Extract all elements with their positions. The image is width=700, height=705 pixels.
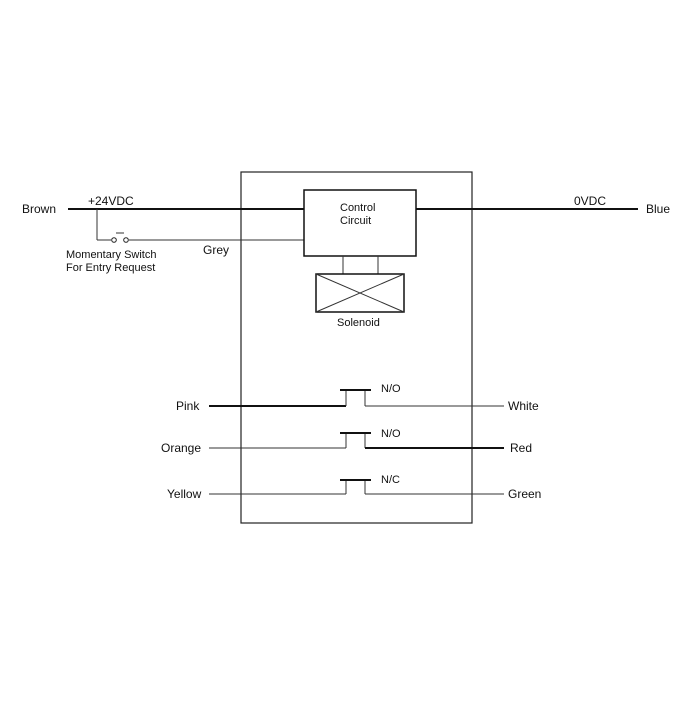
contact2-label: N/O [381, 428, 401, 440]
solenoid-cross-b [315, 273, 405, 313]
switch-label-line1: Momentary Switch [66, 249, 156, 261]
lock-enclosure [240, 171, 473, 524]
brown-label: Brown [22, 202, 56, 216]
yellow-label: Yellow [167, 487, 202, 501]
control-circuit-label-line2: Circuit [340, 215, 371, 227]
grey-label: Grey [203, 243, 229, 257]
orange-label: Orange [161, 441, 201, 455]
control-circuit-label-line1: Control [340, 202, 375, 214]
contact3-label: N/C [381, 474, 400, 486]
white-label: White [508, 399, 539, 413]
plus-24vdc-label: +24VDC [88, 194, 134, 208]
blue-label: Blue [646, 202, 670, 216]
red-label: Red [510, 441, 532, 455]
zero-vdc-label: 0VDC [574, 194, 606, 208]
pink-label: Pink [176, 399, 200, 413]
green-label: Green [508, 487, 541, 501]
switch-label-line2: For Entry Request [66, 262, 155, 274]
control-circuit-box [303, 189, 417, 257]
contact1-label: N/O [381, 383, 401, 395]
switch-left-terminal [111, 237, 117, 243]
switch-right-terminal [123, 237, 129, 243]
solenoid-label: Solenoid [337, 317, 380, 329]
